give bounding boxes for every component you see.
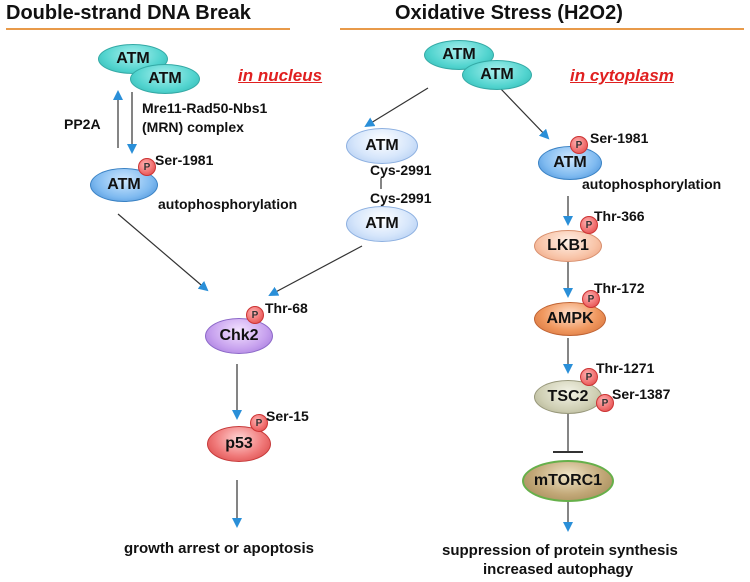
heading-rule-left (6, 28, 290, 30)
site-ser1981-right: Ser-1981 (590, 130, 649, 146)
phospho-icon: P (580, 368, 598, 386)
site-ser1981-left: Ser-1981 (155, 152, 214, 168)
site-thr68: Thr-68 (265, 300, 308, 316)
site-thr366: Thr-366 (594, 208, 645, 224)
label-mrn-line2: (MRN) complex (142, 119, 244, 135)
arrow-dimer-chk2 (268, 245, 363, 296)
node-ampk: AMPK (534, 302, 606, 336)
atm-dimer-bottom-left: ATM (130, 64, 200, 94)
arrow-atm-oxidized (364, 87, 429, 128)
heading-rule-right (340, 28, 744, 30)
phospho-icon: P (596, 394, 614, 412)
label-autophos-right: autophosphorylation (582, 176, 722, 192)
site-thr172: Thr-172 (594, 280, 645, 296)
node-lkb1: LKB1 (534, 230, 602, 262)
node-p53: p53 (207, 426, 271, 462)
label-in-nucleus: in nucleus (238, 66, 323, 85)
phospho-icon: P (580, 216, 598, 234)
node-tsc2: TSC2 (534, 380, 602, 414)
phospho-icon: P (246, 306, 264, 324)
site-cys2991-top: Cys-2991 (370, 162, 432, 178)
phospho-icon: P (250, 414, 268, 432)
atm-phospho-right: ATM (538, 146, 602, 180)
site-cys2991-bottom: Cys-2991 (370, 190, 432, 206)
outcome-autophagy: increased autophagy (483, 561, 634, 578)
atm-oxidized-bottom: ATM (346, 206, 418, 242)
arrow-atm-chk2 (117, 213, 209, 292)
site-ser15: Ser-15 (266, 408, 309, 424)
label-mrn-line1: Mre11-Rad50-Nbs1 (142, 100, 268, 116)
label-autophos-left: autophosphorylation (158, 196, 298, 212)
phospho-icon: P (570, 136, 588, 154)
phospho-icon: P (138, 158, 156, 176)
atm-dimer-bottom-right: ATM (462, 60, 532, 90)
label-in-cytoplasm: in cytoplasm (570, 66, 674, 85)
site-thr1271: Thr-1271 (596, 360, 655, 376)
outcome-protein-synthesis: suppression of protein synthesis (442, 542, 678, 559)
site-ser1387: Ser-1387 (612, 386, 671, 402)
node-mtorc1: mTORC1 (522, 460, 614, 502)
arrow-atm-phospho-right (499, 87, 550, 140)
heading-oxidative-stress: Oxidative Stress (H2O2) (395, 2, 623, 24)
phospho-icon: P (582, 290, 600, 308)
label-pp2a: PP2A (64, 116, 101, 132)
outcome-growth-arrest: growth arrest or apoptosis (124, 540, 315, 557)
heading-dna-break: Double-strand DNA Break (6, 2, 251, 24)
node-chk2: Chk2 (205, 318, 273, 354)
atm-oxidized-top: ATM (346, 128, 418, 164)
